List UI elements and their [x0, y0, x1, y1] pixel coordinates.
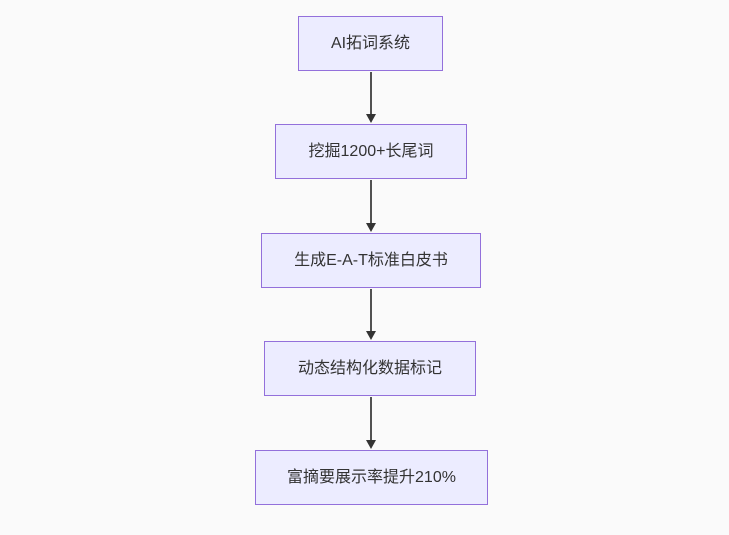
- arrow-d-to-e: [366, 397, 376, 449]
- node-label: AI拓词系统: [330, 34, 411, 52]
- arrow-c-to-d: [366, 289, 376, 340]
- flowchart-node-dynamic-structured-data-markup: 动态结构化数据标记: [264, 341, 476, 396]
- flowchart-node-generate-eat-whitepaper: 生成E-A-T标准白皮书: [261, 233, 481, 288]
- node-label: 动态结构化数据标记: [297, 359, 442, 377]
- flowchart-node-mine-longtail-keywords: 挖掘1200+长尾词: [275, 124, 467, 179]
- arrow-a-to-b: [366, 72, 376, 123]
- node-label: 挖掘1200+长尾词: [308, 142, 434, 160]
- flowchart-node-ai-expansion-system: AI拓词系统: [298, 16, 443, 71]
- node-label: 生成E-A-T标准白皮书: [294, 251, 448, 269]
- node-label: 富摘要展示率提升210%: [287, 468, 456, 486]
- arrow-b-to-c: [366, 180, 376, 232]
- flowchart-node-rich-snippet-rate-increase: 富摘要展示率提升210%: [255, 450, 488, 505]
